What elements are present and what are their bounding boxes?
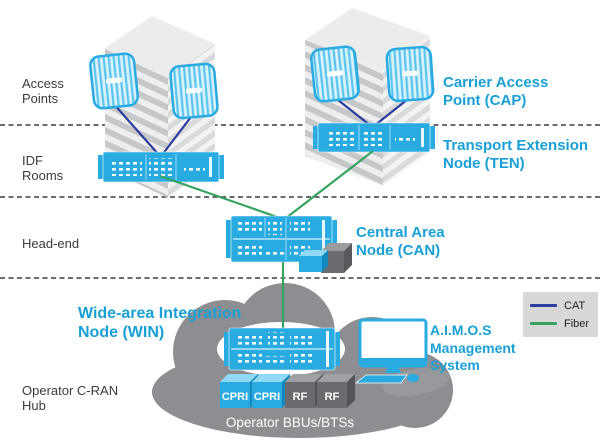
legend-label-cat: CAT (564, 299, 586, 312)
ten-rack-left-icon (98, 151, 224, 183)
cube-label: CPRI (254, 391, 280, 403)
fiber-line-swatch (530, 322, 557, 325)
access-point-icon (310, 45, 360, 103)
cube-cpri-2: CPRI (252, 374, 290, 408)
ten-rack-right-icon (313, 122, 435, 153)
access-point-icon (385, 45, 435, 103)
can-label: Central Area Node (CAN) (356, 224, 445, 259)
cube-cpri-1: CPRI (220, 374, 258, 408)
cat-line-swatch (530, 304, 557, 307)
fiber-lines (159, 150, 374, 220)
aimos-label: A.I.M.O.S Management System (430, 322, 516, 373)
cube-rf-1: RF (285, 374, 323, 408)
cube-rf-2: RF (317, 374, 355, 408)
cap-label: Carrier Access Point (CAP) (443, 74, 549, 109)
legend-label-fiber: Fiber (564, 317, 590, 330)
zone-label-idf-rooms: IDF Rooms (22, 153, 64, 184)
win-rack-icon (224, 327, 340, 371)
access-point-icon (89, 52, 139, 110)
operator-bbus-label: Operator BBUs/BTSs (226, 415, 355, 430)
legend-row-cat: CAT (530, 300, 591, 312)
management-computer-icon (355, 318, 450, 397)
legend: CAT Fiber (523, 292, 598, 337)
cube-label: RF (293, 391, 308, 403)
zone-label-operator-cran-hub: Operator C-RAN Hub (22, 383, 119, 414)
cat-cable-lines (111, 95, 409, 156)
zone-separators (0, 124, 600, 279)
legend-row-fiber: Fiber (530, 318, 591, 330)
ten-label: Transport Extension Node (TEN) (443, 137, 589, 172)
win-label: Wide-area Integration Node (WIN) (78, 305, 242, 341)
can-modules-icon (299, 243, 352, 273)
cube-label: CPRI (222, 391, 248, 403)
cube-label: RF (325, 391, 340, 403)
zone-label-head-end: Head-end (22, 236, 80, 251)
access-point-icon (169, 62, 219, 120)
zone-label-access-points: Access Points (22, 76, 64, 107)
